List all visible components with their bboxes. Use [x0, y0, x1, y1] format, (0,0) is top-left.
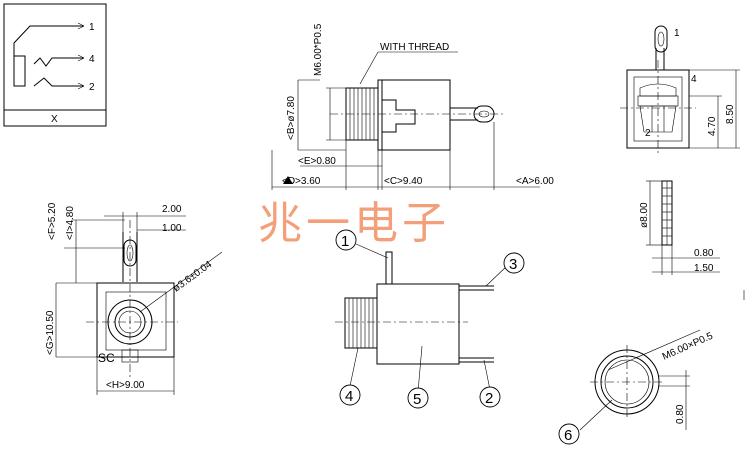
schematic-pin-4: 4 [89, 54, 95, 65]
callout-2: 2 [485, 390, 493, 407]
detail-view: ø8.00 0.80 1.50 [639, 180, 745, 300]
iso-view: 1 3 4 5 2 [335, 229, 525, 409]
schematic-pin-1: 1 [89, 22, 95, 33]
side-dim-470: 4.70 [707, 116, 718, 136]
schematic-symbol: 1 4 2 X [3, 3, 107, 127]
side-pin-1: 1 [674, 28, 680, 39]
nut-dim-080: 0.80 [675, 404, 686, 424]
callout-2-circle [479, 386, 501, 408]
with-thread-label: WITH THREAD [380, 42, 449, 53]
detail-dim-150: 1.50 [694, 263, 714, 274]
bottom-hole-dim: ø3.6±0.04 [171, 259, 214, 295]
bottom-H-dim: <H>9.00 [106, 380, 145, 391]
callout-4-circle [339, 384, 361, 406]
front-D-dim: <D>3.60 [282, 176, 321, 187]
front-E-dim: <E>0.80 [298, 156, 336, 167]
callout-4: 4 [345, 388, 353, 405]
side-pin-2: 2 [645, 128, 651, 139]
callout-6: 6 [564, 427, 572, 444]
callout-5: 5 [413, 391, 421, 408]
detail-dia: ø8.00 [639, 202, 650, 228]
bottom-dim-200: 2.00 [162, 204, 182, 215]
callout-3-circle [503, 252, 525, 274]
front-thread-dim: M6.00*P0.5 [313, 23, 324, 76]
bottom-F-dim: <F>5.20 [47, 202, 58, 240]
front-view: WITH THREAD M6.00*P0.5 <B>ø7.80 <E>0.80 … [271, 23, 554, 190]
callout-5-circle [407, 387, 429, 409]
callout-1-circle [335, 229, 357, 251]
schematic-caption: X [51, 114, 58, 125]
bottom-mark: SC [98, 351, 115, 365]
front-A-dim: <A>6.00 [516, 176, 554, 187]
front-C-dim: <C>9.40 [384, 176, 423, 187]
schematic-pin-2: 2 [89, 82, 95, 93]
bottom-G-dim: <G>10.50 [45, 310, 56, 355]
nut-view: M6.00×P0.5 6 0.80 [558, 329, 715, 445]
bottom-I-dim: <I>4.80 [65, 206, 76, 240]
bottom-view: SC <F>5.20 <I>4.80 <G>10.50 <H>9.00 2.00… [45, 202, 223, 395]
front-B-dim: <B>ø7.80 [286, 96, 297, 140]
callout-3: 3 [509, 256, 517, 273]
detail-dim-080: 0.80 [694, 248, 714, 259]
bottom-dim-100: 1.00 [162, 223, 182, 234]
callout-1: 1 [341, 233, 349, 250]
side-view-right: 1 4 2 8.50 4.70 [620, 25, 740, 156]
callout-6-circle [558, 423, 580, 445]
side-pin-4: 4 [691, 74, 697, 85]
side-dim-850: 8.50 [725, 104, 736, 124]
